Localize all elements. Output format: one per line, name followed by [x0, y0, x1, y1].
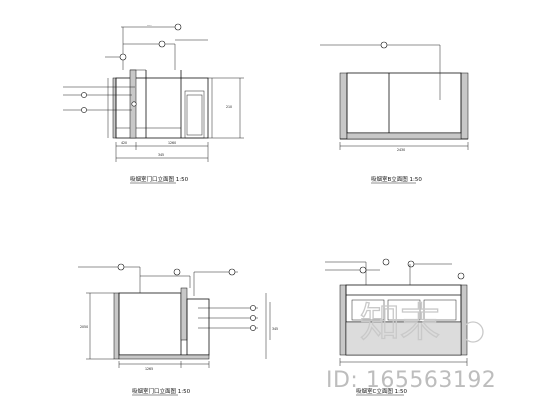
callout-bubble: [174, 23, 182, 31]
skirting-section: [118, 354, 210, 360]
watermark-logo-mark: [462, 321, 484, 343]
watermark: 知末 ID: 165563192: [326, 299, 496, 393]
dimension-text: 420: [121, 141, 127, 145]
drawing-caption: 吸烟室门口立面图 1:50: [130, 175, 189, 183]
drawing-caption: 吸烟室B立面图 1:50: [371, 175, 422, 183]
elevation-view-4: 吸烟室C立面图 1:50: [325, 258, 468, 396]
window-panel: [387, 299, 421, 321]
window-panel: [351, 299, 385, 321]
door: [186, 298, 210, 356]
elevation-outline: [115, 77, 209, 139]
callout-bubble: [117, 263, 125, 271]
callout-bubble: [250, 325, 256, 331]
callout-bubble: [359, 266, 367, 274]
column-section: [180, 287, 188, 341]
dimension-text: 2430: [397, 148, 405, 152]
callout-bubble: [81, 107, 87, 113]
wall-section: [339, 284, 347, 356]
window-panel: [423, 299, 457, 321]
drawing-caption: 吸烟室C立面图 1:50: [356, 387, 407, 395]
elevation-outline: [118, 292, 182, 356]
callout-bubble: [173, 268, 181, 276]
stone-base-panel: [345, 321, 462, 356]
callout-bubble: [382, 258, 390, 266]
callout-bubble: [81, 92, 87, 98]
elevation-view-1: ---- 420 1260 345 210 吸烟室门口立面图 1:50: [63, 23, 244, 184]
callout-bubble: [158, 40, 166, 48]
dimension-text: 1265: [145, 367, 153, 371]
wall-section: [460, 72, 469, 140]
skirting-section: [346, 132, 462, 140]
drawing-caption: 吸烟室门口立面图 1:50: [132, 387, 191, 395]
dimension-text: 210: [226, 105, 232, 109]
watermark-logo: 知末: [360, 300, 440, 346]
elevation-view-3: 1265 2050 345 吸烟室门口立面图 1:50: [78, 263, 278, 396]
callout-bubble: [380, 41, 388, 49]
callout-bubble: [457, 272, 465, 280]
watermark-id: ID: 165563192: [326, 368, 496, 393]
wall-section: [113, 292, 120, 360]
door: [184, 90, 205, 139]
callout-bubble: [119, 53, 127, 61]
door-panel: [186, 94, 203, 136]
dimension-text: 345: [158, 153, 164, 157]
callout-bubble: [131, 101, 137, 107]
callout-bubble: [407, 260, 415, 268]
dimension-text: 1260: [168, 141, 176, 145]
elevation-view-2: 2430 吸烟室B立面图 1:50: [320, 41, 469, 184]
callout-bubble: [250, 305, 256, 311]
wall-section: [339, 72, 348, 140]
elevation-outline: [346, 72, 462, 134]
leader-note: ----: [147, 23, 152, 27]
callout-bubble: [250, 315, 256, 321]
callout-bubble: [228, 268, 236, 276]
wall-section: [460, 284, 468, 356]
dimension-text: 2050: [80, 325, 88, 329]
dimension-text: 345: [272, 327, 278, 331]
